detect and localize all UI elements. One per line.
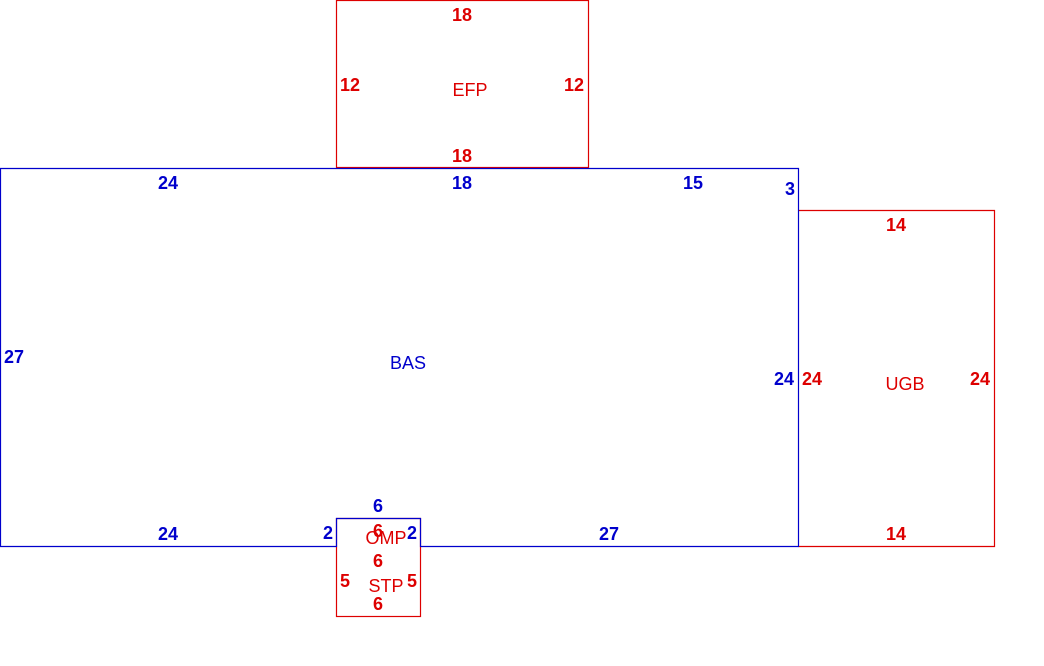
bas-dim-corner: 3 — [785, 179, 795, 199]
bas-area: BAS 24 18 15 3 27 24 24 27 6 2 2 — [0, 167, 800, 548]
efp-dim-top: 18 — [452, 5, 472, 25]
bas-dim-left: 27 — [4, 347, 24, 367]
efp-dim-right: 12 — [564, 75, 584, 95]
efp-label: EFP — [452, 80, 487, 100]
bas-dim-notch-left: 2 — [323, 523, 333, 543]
ugb-dim-bottom: 14 — [886, 524, 906, 544]
ugb-area: UGB 14 14 24 24 — [798, 209, 996, 548]
ugb-dim-right: 24 — [970, 369, 990, 389]
bas-outline — [0, 167, 800, 548]
ugb-dim-left: 24 — [802, 369, 822, 389]
bas-dim-top-mid: 18 — [452, 173, 472, 193]
bas-dim-top-right: 15 — [683, 173, 703, 193]
efp-dim-bottom: 18 — [452, 146, 472, 166]
stp-dim-bottom: 6 — [373, 594, 383, 614]
bas-dim-bottom-right: 27 — [599, 524, 619, 544]
bas-dim-notch-right: 2 — [407, 523, 417, 543]
bas-dim-bottom-left: 24 — [158, 524, 178, 544]
bas-dim-top-left: 24 — [158, 173, 178, 193]
bas-dim-right: 24 — [774, 369, 794, 389]
omp-label: OMP — [365, 528, 406, 548]
omp-dim-top: 6 — [373, 521, 383, 541]
ugb-dim-top: 14 — [886, 215, 906, 235]
bas-dim-notch-top: 6 — [373, 496, 383, 516]
stp-label: STP — [368, 576, 403, 596]
efp-area: EFP 18 18 12 12 — [335, 0, 590, 169]
omp-dim-bottom: 6 — [373, 551, 383, 571]
ugb-outline — [798, 209, 996, 548]
ugb-label: UGB — [885, 374, 924, 394]
stp-omp-area: OMP 6 6 STP 5 5 6 — [335, 517, 422, 618]
efp-outline — [335, 0, 590, 169]
bas-label: BAS — [390, 353, 426, 373]
efp-dim-left: 12 — [340, 75, 360, 95]
stp-dim-left: 5 — [340, 571, 350, 591]
stp-dim-right: 5 — [407, 571, 417, 591]
